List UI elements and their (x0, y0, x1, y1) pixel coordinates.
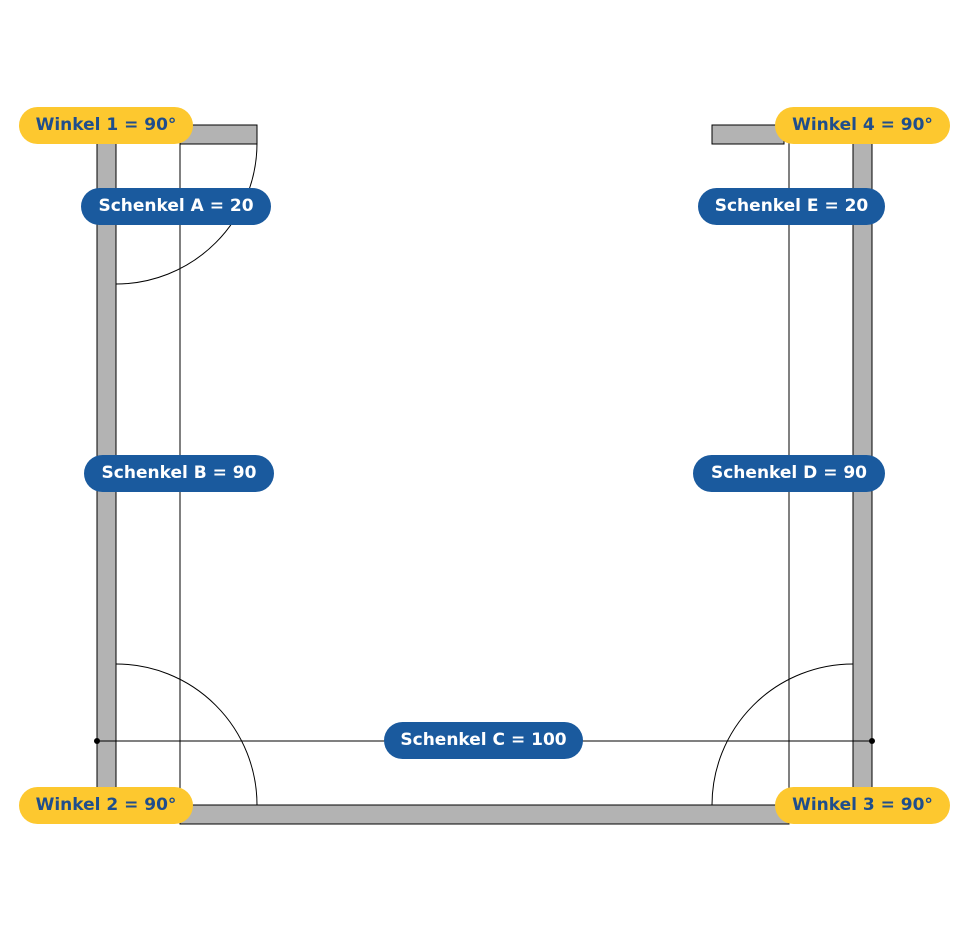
badge-winkel-3: Winkel 3 = 90° (775, 787, 950, 824)
badge-winkel-1: Winkel 1 = 90° (19, 107, 193, 144)
badge-schenkel-a: Schenkel A = 20 (81, 188, 271, 225)
profile-leg-e (711, 124, 785, 145)
badge-schenkel-d: Schenkel D = 90 (693, 455, 885, 492)
arc-angle-1 (115, 142, 258, 285)
badge-schenkel-c: Schenkel C = 100 (384, 722, 583, 759)
dimension-end-left (94, 738, 100, 744)
badge-schenkel-e: Schenkel E = 20 (698, 188, 885, 225)
arc-angle-3 (711, 663, 854, 806)
arc-angle-2 (115, 663, 258, 806)
badge-winkel-4: Winkel 4 = 90° (775, 107, 950, 144)
profile-leg-c (179, 804, 790, 825)
badge-schenkel-b: Schenkel B = 90 (84, 455, 274, 492)
badge-winkel-2: Winkel 2 = 90° (19, 787, 193, 824)
bend-arcs (115, 142, 854, 806)
dimension-end-right (869, 738, 875, 744)
